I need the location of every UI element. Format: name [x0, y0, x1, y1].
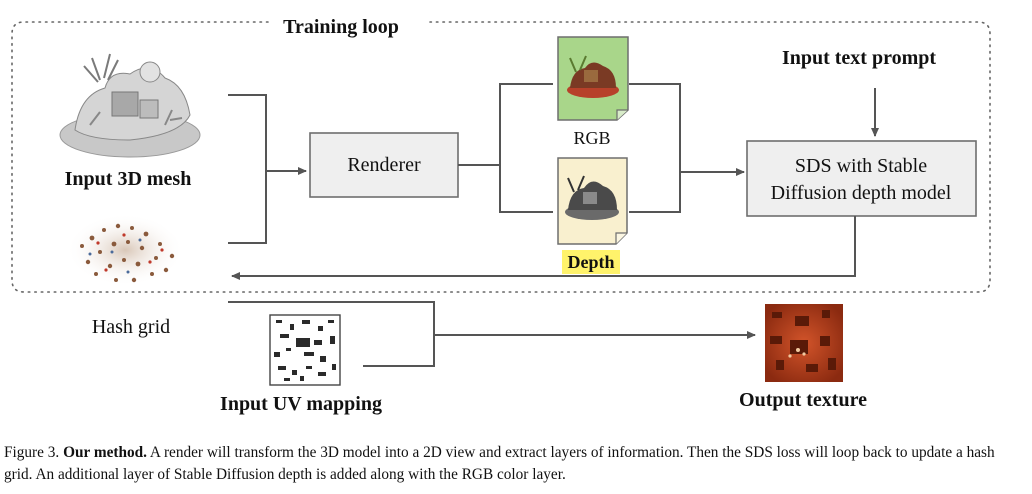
split-bracket: [499, 83, 553, 213]
renderer-label: Renderer: [347, 154, 421, 176]
uv-mapping-label: Input UV mapping: [220, 393, 382, 415]
output-texture-image: [765, 304, 843, 382]
output-texture-label: Output texture: [739, 389, 867, 411]
renderer-box: [309, 132, 459, 198]
caption-text: A render will transform the 3D model int…: [4, 444, 995, 483]
mesh-image: [59, 53, 201, 158]
depth-label: Depth: [567, 252, 614, 272]
training-loop-label: Training loop: [283, 16, 399, 38]
sds-line-1: SDS with Stable: [795, 155, 927, 177]
sds-box: [746, 140, 977, 217]
uv-mapping-image: [269, 314, 341, 386]
figure-caption: Figure 3. Our method. A render will tran…: [4, 442, 1014, 486]
feedback-loop-arrow: [231, 216, 856, 280]
rgb-layer-doc: [557, 36, 629, 121]
hash-grid-label: Hash grid: [92, 316, 170, 338]
depth-highlight: [562, 250, 620, 274]
rgb-label: RGB: [573, 128, 610, 148]
training-loop-border: [11, 21, 991, 293]
input-mesh-label: Input 3D mesh: [65, 168, 192, 190]
depth-layer-doc: [557, 157, 628, 245]
text-prompt-label: Input text prompt: [782, 47, 936, 69]
hash-grid-image: [66, 213, 185, 287]
merge-bracket: [629, 83, 681, 213]
caption-figure-number: Figure 3.: [4, 444, 60, 461]
sds-line-2: Diffusion depth model: [771, 182, 952, 204]
caption-title: Our method.: [63, 444, 147, 461]
input-bracket: [228, 94, 267, 244]
